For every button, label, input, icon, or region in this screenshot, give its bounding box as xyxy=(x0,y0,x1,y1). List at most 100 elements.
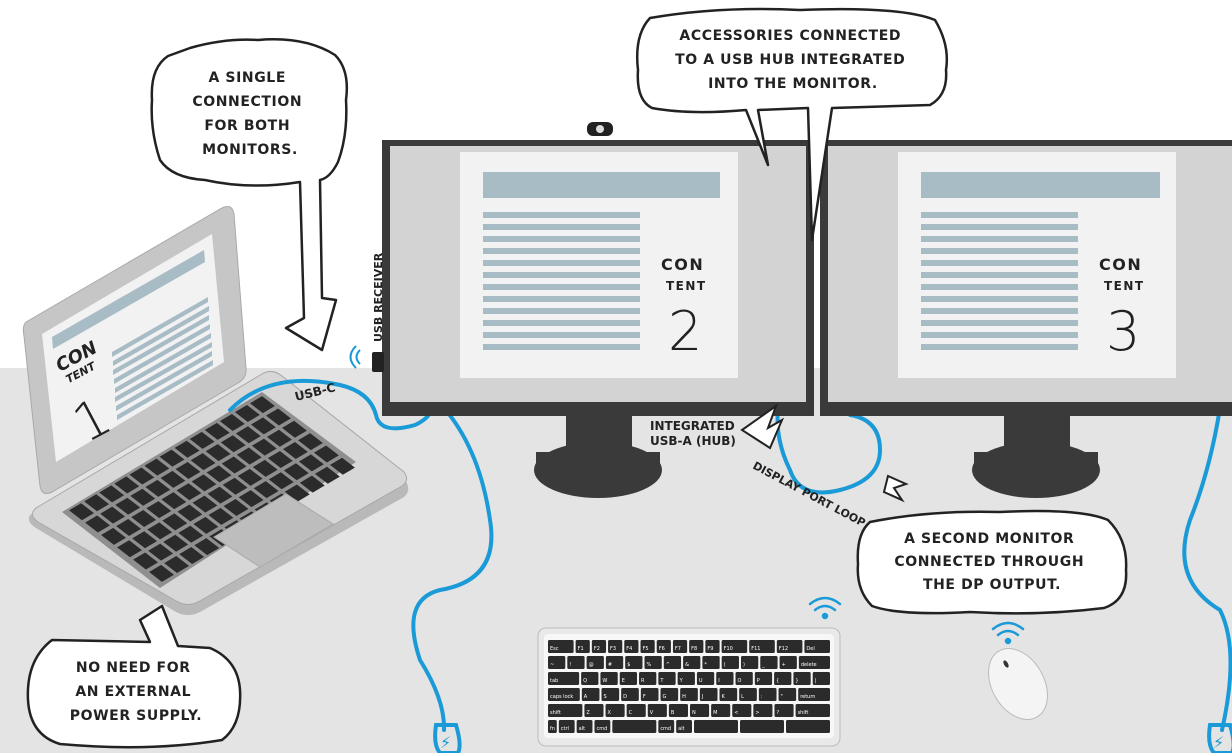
keyboard-key xyxy=(548,656,566,669)
laptop-key xyxy=(84,494,110,512)
laptop-key xyxy=(177,504,203,522)
keyboard-key-label: N xyxy=(692,710,696,716)
keyboard-key xyxy=(660,688,679,701)
keyboard-key xyxy=(739,688,757,701)
keyboard-key-label: > xyxy=(755,710,759,716)
laptop-key xyxy=(191,474,217,492)
keyboard-key xyxy=(663,656,682,669)
keyboard-key-label: ^ xyxy=(666,662,670,668)
integrated-usb-label-line1: INTEGRATED xyxy=(650,419,735,433)
keyboard-key-label: R xyxy=(641,678,645,684)
screen3-number: 3 xyxy=(1106,300,1140,363)
laptop-key xyxy=(236,447,262,465)
keyboard-key-label: shift xyxy=(798,710,809,716)
monitor-2: CON TENT 2 xyxy=(382,122,814,498)
keyboard-key xyxy=(584,704,604,717)
callout1-line1: A SINGLE xyxy=(209,70,287,86)
keyboard-key-label: fn xyxy=(550,726,555,732)
laptop-key xyxy=(130,488,156,506)
keyboard-key xyxy=(672,640,688,653)
keyboard-key-label: Q xyxy=(583,678,587,684)
laptop-key xyxy=(115,497,141,515)
laptop-key xyxy=(205,444,231,462)
keyboard-key-label: P xyxy=(757,678,760,684)
laptop-key xyxy=(101,527,126,545)
integrated-usb-arrow xyxy=(740,403,785,450)
keyboard-key xyxy=(753,704,773,717)
keyboard-key-label: + xyxy=(782,662,786,668)
laptop-key xyxy=(237,468,263,486)
keyboard-key-label: { xyxy=(776,678,779,684)
keyboard-key-label: Del xyxy=(806,646,814,652)
callout4-line1: NO NEED FOR xyxy=(76,660,191,676)
laptop-key xyxy=(162,513,188,531)
keyboard-key-label: L xyxy=(741,694,744,700)
keyboard-key-label: F7 xyxy=(675,646,681,652)
keyboard-key-label: W xyxy=(602,678,607,684)
keyboard-key-label: # xyxy=(608,662,612,668)
laptop-key xyxy=(190,453,216,471)
keyboard-key xyxy=(548,688,580,701)
keyboard-key-label: alt xyxy=(678,726,684,732)
laptop-key xyxy=(85,515,110,533)
laptop-key xyxy=(314,445,339,463)
laptop-key xyxy=(298,433,323,451)
display-port-arrow xyxy=(882,474,909,503)
laptop-key xyxy=(159,449,185,467)
callout2-line2: TO A USB HUB INTEGRATED xyxy=(675,52,905,68)
keyboard-key-label: H xyxy=(682,694,686,700)
keyboard-key xyxy=(683,656,701,669)
keyboard-key xyxy=(760,656,778,669)
keyboard-key xyxy=(786,720,830,733)
keyboard-key-label: ) xyxy=(743,662,745,668)
laptop-key xyxy=(330,457,355,475)
keyboard-key-label: F6 xyxy=(659,646,665,652)
laptop-key xyxy=(220,435,246,453)
svg-text:⚡: ⚡ xyxy=(1213,733,1224,752)
laptop-key xyxy=(267,450,293,468)
callout3-line2: CONNECTED THROUGH xyxy=(894,554,1084,570)
keyboard-key xyxy=(798,656,830,669)
keyboard-key xyxy=(705,640,720,653)
keyboard-key xyxy=(548,704,583,717)
keyboard-key-label: < xyxy=(734,710,738,716)
keyboard-key xyxy=(758,688,777,701)
screen2-content-top: CON xyxy=(661,255,704,274)
keyboard-key xyxy=(716,672,734,685)
keyboard-key xyxy=(639,672,657,685)
laptop-key xyxy=(163,534,189,552)
callout-no-power: NO NEED FOR AN EXTERNAL POWER SUPPLY. xyxy=(26,604,242,749)
laptop-key xyxy=(178,525,204,543)
callout-single-connection: A SINGLE CONNECTION FOR BOTH MONITORS. xyxy=(150,38,349,352)
keyboard-key xyxy=(619,672,638,685)
keyboard-key-label: Esc xyxy=(550,646,559,652)
keyboard-key xyxy=(601,688,620,701)
keyboard-key xyxy=(779,656,797,669)
svg-text:ACCESSORIES CONNECTED TO: ACCESSORIES CONNECTED TO A USB HUB INTEG… xyxy=(675,28,911,92)
svg-text:⚡: ⚡ xyxy=(440,733,451,752)
keyboard-key-label: * xyxy=(704,662,707,668)
usb-receiver: USB RECEIVER xyxy=(349,252,385,372)
callout-usb-hub: ACCESSORIES CONNECTED TO A USB HUB INTEG… xyxy=(636,7,949,242)
callout4-line3: POWER SUPPLY. xyxy=(70,708,202,724)
laptop-key xyxy=(298,454,324,472)
keyboard-key-label: _ xyxy=(761,662,765,668)
keyboard-key xyxy=(804,640,830,653)
laptop: CON TENT 1 xyxy=(22,206,409,615)
keyboard-key xyxy=(689,640,704,653)
keyboard-key xyxy=(702,656,720,669)
keyboard-key xyxy=(656,640,671,653)
laptop-key xyxy=(161,492,187,510)
keyboard-key-label: ~ xyxy=(550,662,554,668)
keyboard-key xyxy=(586,656,604,669)
keyboard-key-label: ! xyxy=(569,662,571,668)
usb-receiver-label: USB RECEIVER xyxy=(372,252,385,342)
keyboard-key xyxy=(795,704,830,717)
keyboard-key-label: Z xyxy=(586,710,590,716)
laptop-key xyxy=(284,484,310,502)
keyboard-key-label: I xyxy=(718,678,719,684)
keyboard-key xyxy=(575,640,590,653)
keyboard-key-label: V xyxy=(650,710,654,716)
laptop-key xyxy=(194,538,220,556)
